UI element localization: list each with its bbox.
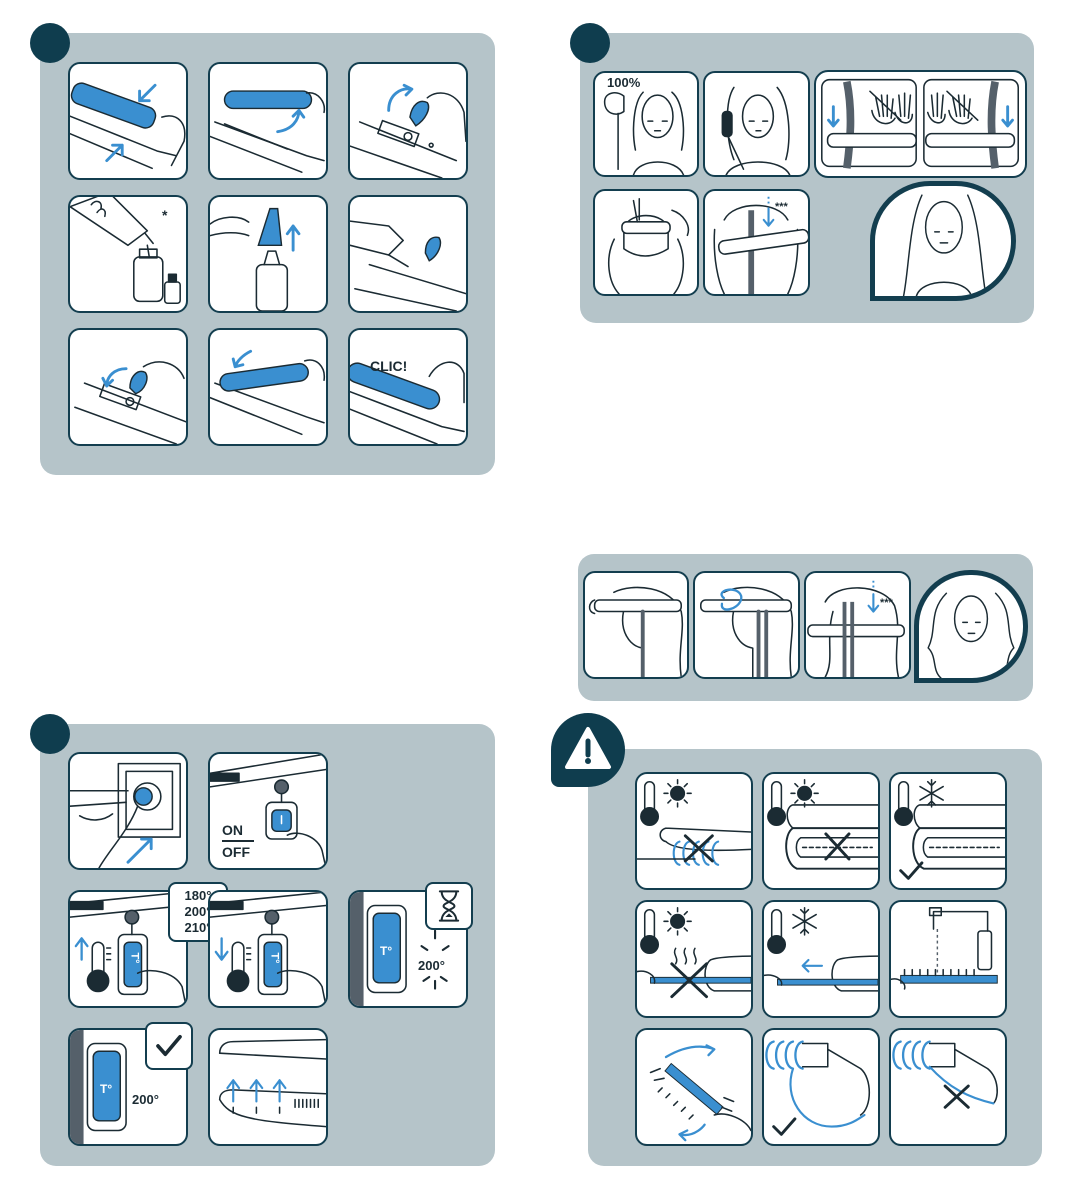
hourglass-badge — [425, 882, 473, 930]
check-icon — [147, 1024, 191, 1068]
tile-curl-result — [914, 570, 1028, 683]
pass-note-b: *** — [880, 597, 893, 609]
tile-hand-position — [814, 70, 1027, 178]
tile-hot-no-wrap — [635, 772, 753, 890]
tile-shake-dry — [635, 1028, 753, 1146]
tile-lower-cover — [208, 328, 328, 446]
temp-symbol-d: T° — [100, 1082, 112, 1096]
tile-cut-cap — [208, 195, 328, 313]
step-badge-1 — [30, 23, 70, 63]
tile-hot-no-store — [762, 772, 880, 890]
tile-insert-pad — [348, 195, 468, 313]
tile-temp-down: T° — [208, 890, 328, 1008]
temp-symbol-b: T° — [269, 952, 281, 963]
tile-fill-water: * — [68, 195, 188, 313]
hourglass-icon — [427, 884, 471, 928]
tile-curl-clamp — [583, 571, 689, 679]
tile-no-tight-wrap — [889, 1028, 1007, 1146]
tile-click-cover: CLIC! — [348, 328, 468, 446]
tile-hot-no-remove-pad — [635, 900, 753, 1018]
tile-cold-store — [889, 772, 1007, 890]
tile-rinse-pad — [889, 900, 1007, 1018]
tile-straighten-pass: *** — [703, 189, 810, 296]
drop-note: * — [162, 207, 167, 223]
tile-cold-remove-pad — [762, 900, 880, 1018]
warning-icon — [551, 713, 625, 787]
tile-brush-hair — [703, 71, 810, 177]
on-label: ON — [222, 822, 243, 838]
tile-dry-hair: 100% — [593, 71, 699, 177]
click-label: CLIC! — [370, 358, 407, 374]
tile-section-hair — [593, 189, 699, 296]
temp-symbol-c: T° — [380, 944, 392, 958]
off-label: OFF — [222, 844, 250, 860]
step-badge-2 — [570, 23, 610, 63]
dry-percent: 100% — [607, 75, 640, 90]
tile-remove-cover — [68, 62, 188, 180]
tile-power-on: ON OFF — [208, 752, 328, 870]
tile-lift-cover — [208, 62, 328, 180]
tile-curl-pass: *** — [804, 571, 911, 679]
ready-temp: 200° — [418, 958, 445, 973]
pass-note-a: *** — [775, 201, 788, 213]
tile-refit-pad — [68, 328, 188, 446]
set-temp: 200° — [132, 1092, 159, 1107]
tile-steam — [208, 1028, 328, 1146]
warning-badge — [551, 713, 625, 787]
tile-remove-pad — [348, 62, 468, 180]
tile-loose-cord — [762, 1028, 880, 1146]
tile-plug-in — [68, 752, 188, 870]
step-badge-3 — [30, 714, 70, 754]
temp-symbol-a: T° — [129, 952, 141, 963]
on-off-divider — [222, 840, 254, 842]
tile-straight-result — [870, 181, 1016, 301]
tile-curl-twist — [693, 571, 800, 679]
check-badge — [145, 1022, 193, 1070]
